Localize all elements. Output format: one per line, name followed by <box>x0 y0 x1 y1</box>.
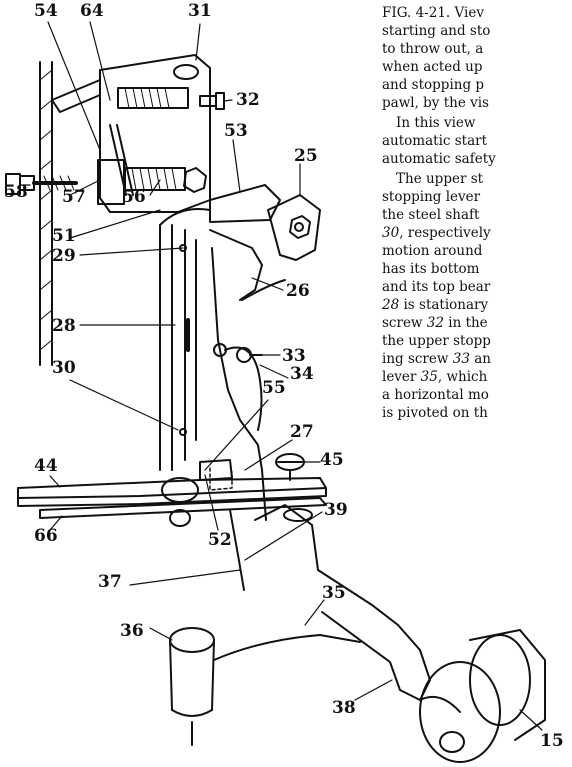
upright-28 <box>159 208 211 471</box>
caption-text: ing screw <box>382 351 453 367</box>
caption-line-2: starting and sto <box>382 23 491 39</box>
label-34: 34 <box>290 364 314 384</box>
paragraph-3-line-5: motion around <box>382 243 483 259</box>
label-57: 57 <box>62 187 86 207</box>
caption-text: an <box>469 351 491 367</box>
paragraph-3-line-2: stopping lever <box>382 189 481 205</box>
lever-35 <box>229 469 431 701</box>
paragraph-3-line-11: ing screw 33 an <box>382 350 572 368</box>
paragraph-3-line-14: is pivoted on th <box>382 405 488 421</box>
latch-25 <box>267 194 321 261</box>
bracket-64 <box>51 79 101 113</box>
caption-text: lever <box>382 369 421 385</box>
caption-text: screw <box>382 315 427 331</box>
hub-36 <box>169 627 361 746</box>
ref-32: 32 <box>426 315 444 331</box>
caption-text: , which <box>437 369 488 385</box>
label-33: 33 <box>282 346 306 366</box>
paragraph-2-line-3: automatic safety <box>382 151 496 167</box>
caption-line-5: and stopping p <box>382 77 485 93</box>
ref-28: 28 <box>382 297 400 313</box>
caption-line-6: pawl, by the vis <box>382 95 489 111</box>
caption-line-3: to throw out, a <box>382 41 484 57</box>
leader-lines <box>19 21 543 731</box>
base-plates <box>17 453 327 527</box>
screw-58 <box>5 173 78 195</box>
label-44: 44 <box>34 456 58 476</box>
paragraph-3-line-7: and its top bear <box>382 279 491 295</box>
label-35: 35 <box>322 583 346 603</box>
caption-text: Viev <box>450 5 484 21</box>
paragraph-3-line-12: lever 35, which <box>382 368 572 386</box>
label-64: 64 <box>80 1 104 21</box>
ref-33: 33 <box>452 351 470 367</box>
label-25: 25 <box>294 146 318 166</box>
paragraph-3-line-13: a horizontal mo <box>382 387 489 403</box>
caption-text: in the <box>443 315 488 331</box>
frame-wall <box>39 61 53 366</box>
paragraph-3-line-6: has its bottom <box>382 261 480 277</box>
ref-35: 35 <box>420 369 438 385</box>
paragraph-3-line-9: screw 32 in the <box>382 314 572 332</box>
label-31: 31 <box>188 1 212 21</box>
caption-line-4: when acted up <box>382 59 483 75</box>
paragraph-3-line-10: the upper stopp <box>382 333 491 349</box>
paragraph-2-line-2: automatic start <box>382 133 488 149</box>
paragraph-3-line-1: The upper st <box>396 171 484 187</box>
label-28: 28 <box>52 316 76 336</box>
label-39: 39 <box>324 500 348 520</box>
label-54: 54 <box>34 1 58 21</box>
ref-30: 30 <box>382 225 400 241</box>
lever-27 <box>209 229 286 471</box>
label-38: 38 <box>332 698 356 718</box>
label-32: 32 <box>236 90 260 110</box>
label-55: 55 <box>262 378 286 398</box>
label-36: 36 <box>120 621 144 641</box>
label-52: 52 <box>208 530 232 550</box>
upper-stop-bracket <box>97 54 225 213</box>
figure-number: FIG. 4-21. <box>382 5 451 21</box>
label-51: 51 <box>52 226 76 246</box>
label-58: 58 <box>4 182 28 202</box>
paragraph-3-line-4: 30, respectively <box>382 224 572 242</box>
lever-53 <box>209 184 281 223</box>
paragraph-2-line-1: In this view <box>396 115 476 131</box>
paragraph-3-line-3: the steel shaft <box>382 207 480 223</box>
label-66: 66 <box>34 526 58 546</box>
caption-text: is stationary <box>399 297 489 313</box>
label-45: 45 <box>320 450 344 470</box>
label-37: 37 <box>98 572 122 592</box>
label-56: 56 <box>122 187 146 207</box>
paragraph-3-line-8: 28 is stationary <box>382 296 572 314</box>
label-29: 29 <box>52 246 76 266</box>
shaft-15 <box>419 629 546 763</box>
label-15: 15 <box>540 731 564 751</box>
label-30: 30 <box>52 358 76 378</box>
label-53: 53 <box>224 121 248 141</box>
caption-text: , respectively <box>399 225 491 241</box>
caption-line-1: FIG. 4-21. Viev <box>382 4 572 22</box>
label-27: 27 <box>290 422 314 442</box>
label-26: 26 <box>286 281 310 301</box>
